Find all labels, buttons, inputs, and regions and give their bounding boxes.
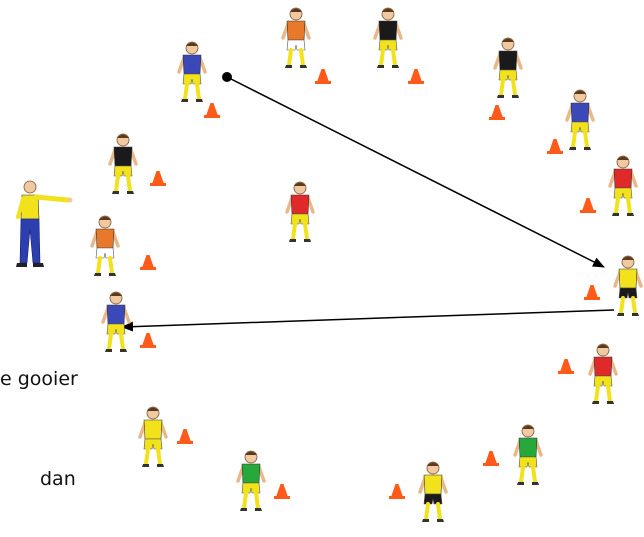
cone-10 — [140, 333, 156, 348]
cone-3 — [408, 69, 424, 84]
caption-line-2: dan — [40, 468, 76, 490]
players-layer — [90, 7, 643, 522]
player-16-yellow — [418, 461, 448, 522]
cone-5 — [547, 139, 563, 154]
cone-9 — [584, 285, 600, 300]
player-6-black — [108, 133, 138, 194]
player-15-green — [236, 450, 266, 511]
cone-8 — [140, 255, 156, 270]
cone-2 — [315, 69, 331, 84]
cone-4 — [489, 105, 505, 120]
player-5-blue — [565, 89, 595, 150]
cone-6 — [150, 171, 166, 186]
player-4-black — [493, 37, 523, 98]
player-12-red — [588, 343, 618, 404]
cone-15 — [389, 484, 405, 499]
cone-12 — [177, 429, 193, 444]
player-1-blue — [177, 41, 207, 102]
player-7-red — [608, 155, 638, 216]
player-8-red — [285, 181, 315, 242]
player-13-yellow — [138, 406, 168, 467]
player-14-green — [513, 424, 543, 485]
player-11-blue — [101, 291, 131, 352]
arrows-layer — [121, 72, 615, 332]
coach — [16, 180, 73, 267]
player-9-orange — [90, 215, 120, 276]
pass-arrow-1 — [226, 76, 605, 268]
cone-1 — [204, 103, 220, 118]
pass-arrow-2 — [121, 309, 615, 332]
cones-layer — [140, 69, 600, 499]
cone-7 — [580, 198, 596, 213]
cone-11 — [558, 359, 574, 374]
player-3-black — [373, 7, 403, 68]
caption-line-1: e gooier — [0, 368, 78, 390]
cone-14 — [274, 484, 290, 499]
player-10-yellow — [613, 255, 643, 316]
player-2-orange — [281, 7, 311, 68]
cone-13 — [483, 451, 499, 466]
